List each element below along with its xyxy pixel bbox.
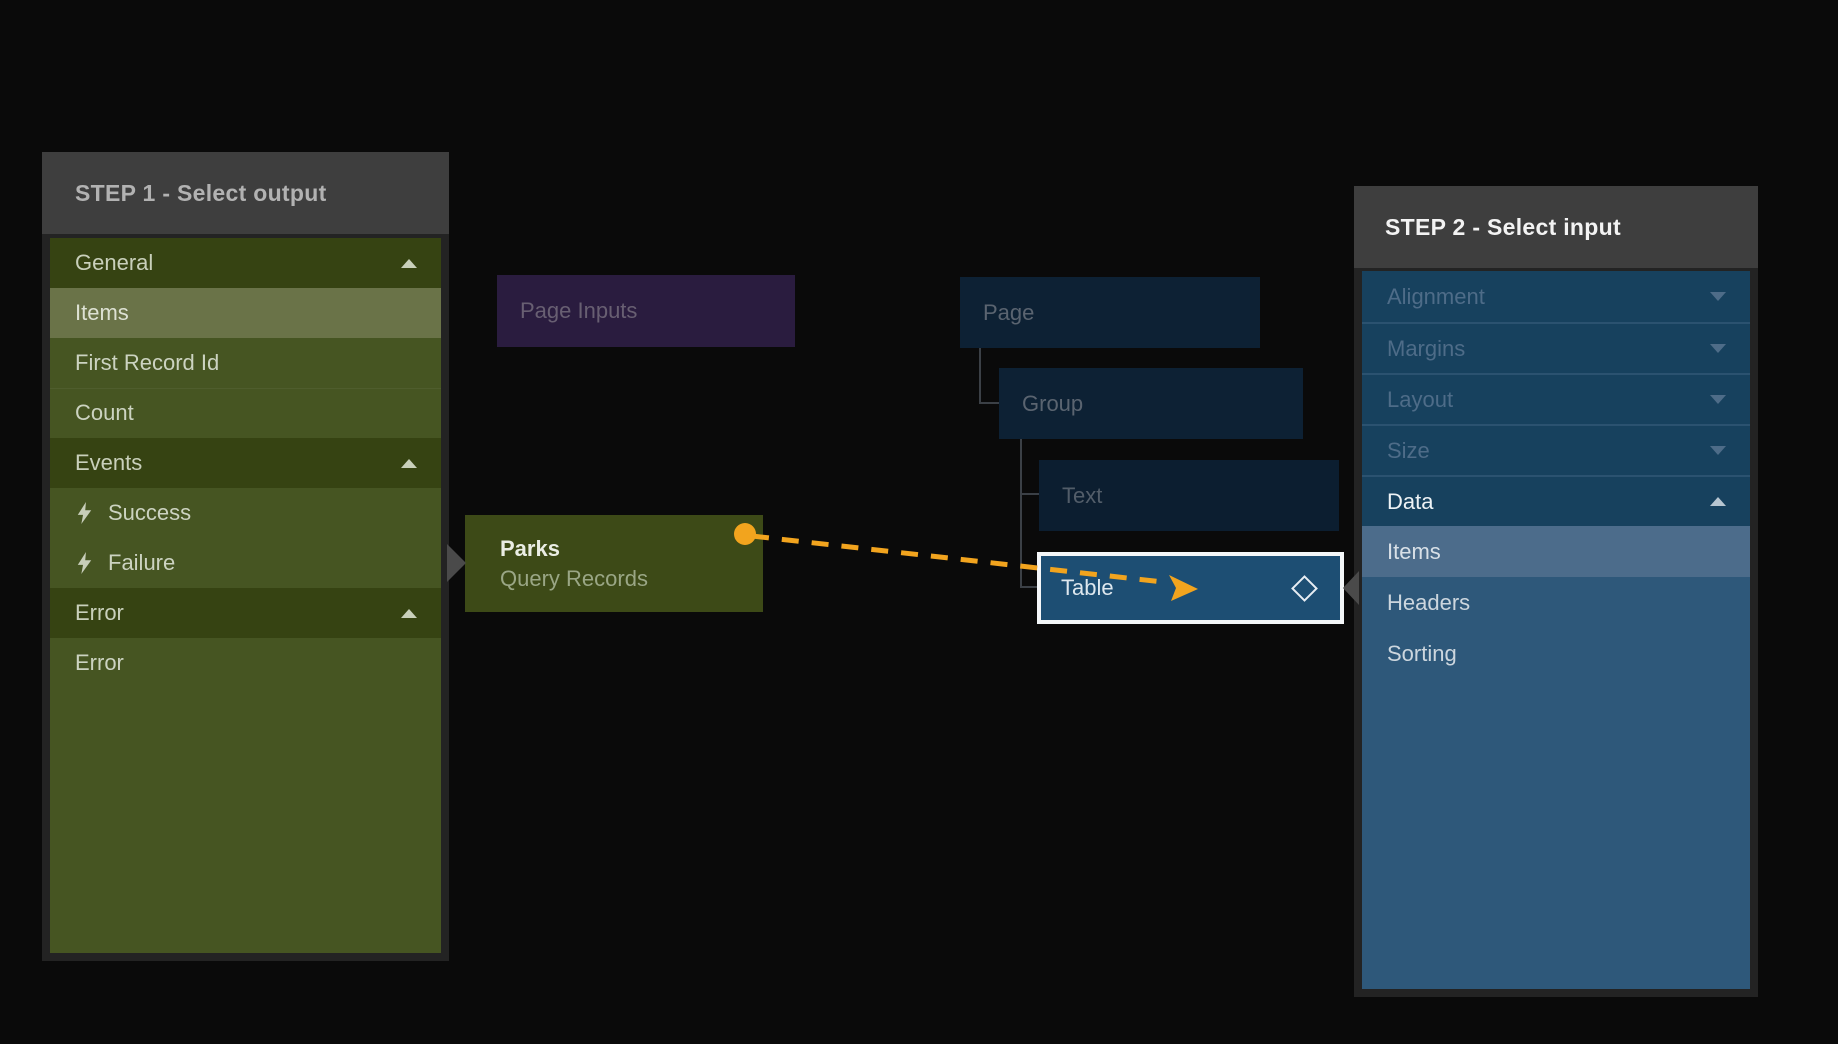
tree-line xyxy=(1020,493,1039,495)
node-page[interactable]: Page xyxy=(960,277,1260,348)
input-section-data[interactable]: Data xyxy=(1362,475,1750,526)
step1-output-panel: STEP 1 - Select output General Items Fir… xyxy=(42,152,449,961)
chevron-down-icon xyxy=(1710,344,1726,353)
input-item-sorting[interactable]: Sorting xyxy=(1362,628,1750,679)
step1-output-list: General Items First Record Id Count Even… xyxy=(50,238,441,953)
diamond-port-icon[interactable] xyxy=(1291,574,1318,602)
step1-list-filler xyxy=(50,688,441,953)
lightning-icon xyxy=(77,502,92,524)
step1-panel-header: STEP 1 - Select output xyxy=(42,152,449,234)
step2-input-panel: STEP 2 - Select input Alignment Margins … xyxy=(1354,186,1758,997)
input-section-alignment[interactable]: Alignment xyxy=(1362,271,1750,322)
output-section-error[interactable]: Error xyxy=(50,588,441,638)
step2-panel-header: STEP 2 - Select input xyxy=(1354,186,1758,268)
tree-line xyxy=(1020,586,1037,588)
chevron-down-icon xyxy=(1710,292,1726,301)
tree-line xyxy=(979,402,1000,404)
output-section-general[interactable]: General xyxy=(50,238,441,288)
step2-input-list: Alignment Margins Layout Size Data Items xyxy=(1362,271,1750,989)
output-item-first-record-id[interactable]: First Record Id xyxy=(50,338,441,388)
tree-line xyxy=(979,348,981,404)
input-item-items[interactable]: Items xyxy=(1362,526,1750,577)
output-item-count[interactable]: Count xyxy=(50,388,441,438)
tree-line xyxy=(1020,439,1022,588)
input-item-headers[interactable]: Headers xyxy=(1362,577,1750,628)
chevron-up-icon xyxy=(1710,497,1726,506)
output-item-success[interactable]: Success xyxy=(50,488,441,538)
output-section-events[interactable]: Events xyxy=(50,438,441,488)
chevron-down-icon xyxy=(1710,446,1726,455)
step1-panel-title: STEP 1 - Select output xyxy=(75,179,327,206)
input-section-margins[interactable]: Margins xyxy=(1362,322,1750,373)
connector-arrow-right-icon xyxy=(447,544,466,582)
input-section-size[interactable]: Size xyxy=(1362,424,1750,475)
step2-panel-title: STEP 2 - Select input xyxy=(1385,213,1621,240)
node-page-inputs[interactable]: Page Inputs xyxy=(497,275,795,347)
output-item-items[interactable]: Items xyxy=(50,288,441,338)
output-item-failure[interactable]: Failure xyxy=(50,538,441,588)
node-group[interactable]: Group xyxy=(999,368,1303,439)
node-table-selected[interactable]: Table xyxy=(1037,552,1344,624)
chevron-up-icon xyxy=(401,608,417,618)
node-text[interactable]: Text xyxy=(1039,460,1339,531)
chevron-down-icon xyxy=(1710,395,1726,404)
step2-list-filler xyxy=(1362,679,1750,989)
chevron-up-icon xyxy=(401,258,417,268)
chevron-up-icon xyxy=(401,458,417,468)
input-section-layout[interactable]: Layout xyxy=(1362,373,1750,424)
connector-arrow-left-icon xyxy=(1343,571,1359,605)
node-parks-query[interactable]: Parks Query Records xyxy=(465,515,763,612)
output-item-error[interactable]: Error xyxy=(50,638,441,688)
lightning-icon xyxy=(77,552,92,574)
